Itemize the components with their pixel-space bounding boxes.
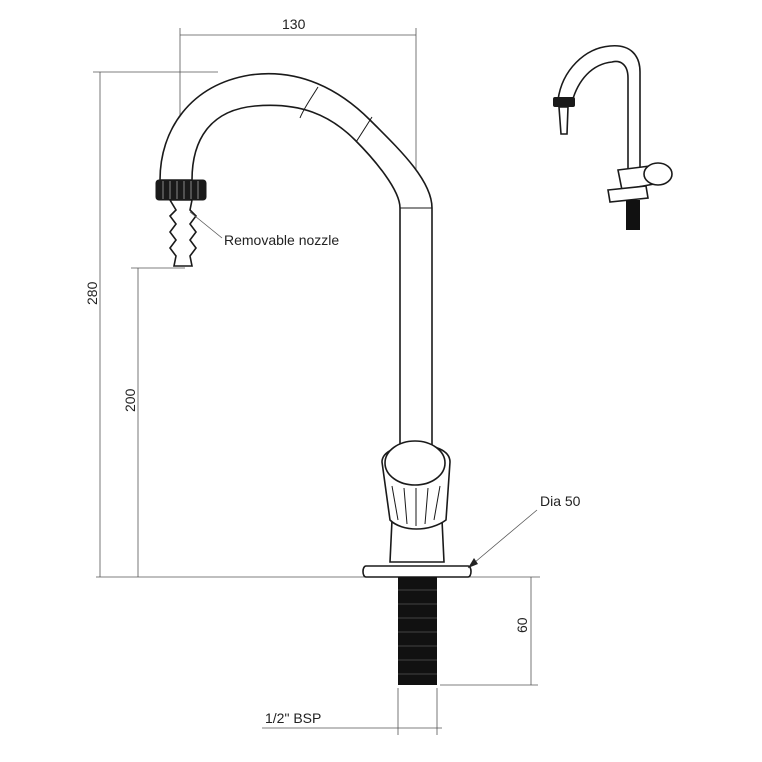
callout-dia-50: Dia 50 (467, 493, 581, 569)
nozzle-collar (155, 179, 207, 201)
label-removable-nozzle: Removable nozzle (224, 232, 339, 248)
dimension-thread-size: 1/2" BSP (262, 688, 442, 735)
dimension-label-280: 280 (84, 281, 100, 305)
dimension-label-130: 130 (282, 16, 306, 32)
callout-removable-nozzle: Removable nozzle (189, 211, 339, 248)
gooseneck-spout (159, 73, 433, 446)
threaded-shank (398, 577, 437, 685)
base-flange (362, 565, 472, 578)
removable-nozzle (168, 199, 198, 267)
dimension-height-280: 280 (84, 71, 218, 577)
dimension-label-bsp: 1/2" BSP (265, 710, 321, 726)
dimension-width-130: 130 (179, 16, 417, 200)
tap-isometric-thumbnail (553, 45, 673, 230)
tap-main-view (155, 73, 472, 685)
dimension-thread-60: 60 (440, 577, 538, 686)
dimension-label-60: 60 (514, 617, 530, 633)
dimension-label-200: 200 (122, 388, 138, 412)
dimension-height-200: 200 (122, 267, 185, 577)
label-dia-50: Dia 50 (540, 493, 581, 509)
valve-handle (381, 440, 451, 530)
